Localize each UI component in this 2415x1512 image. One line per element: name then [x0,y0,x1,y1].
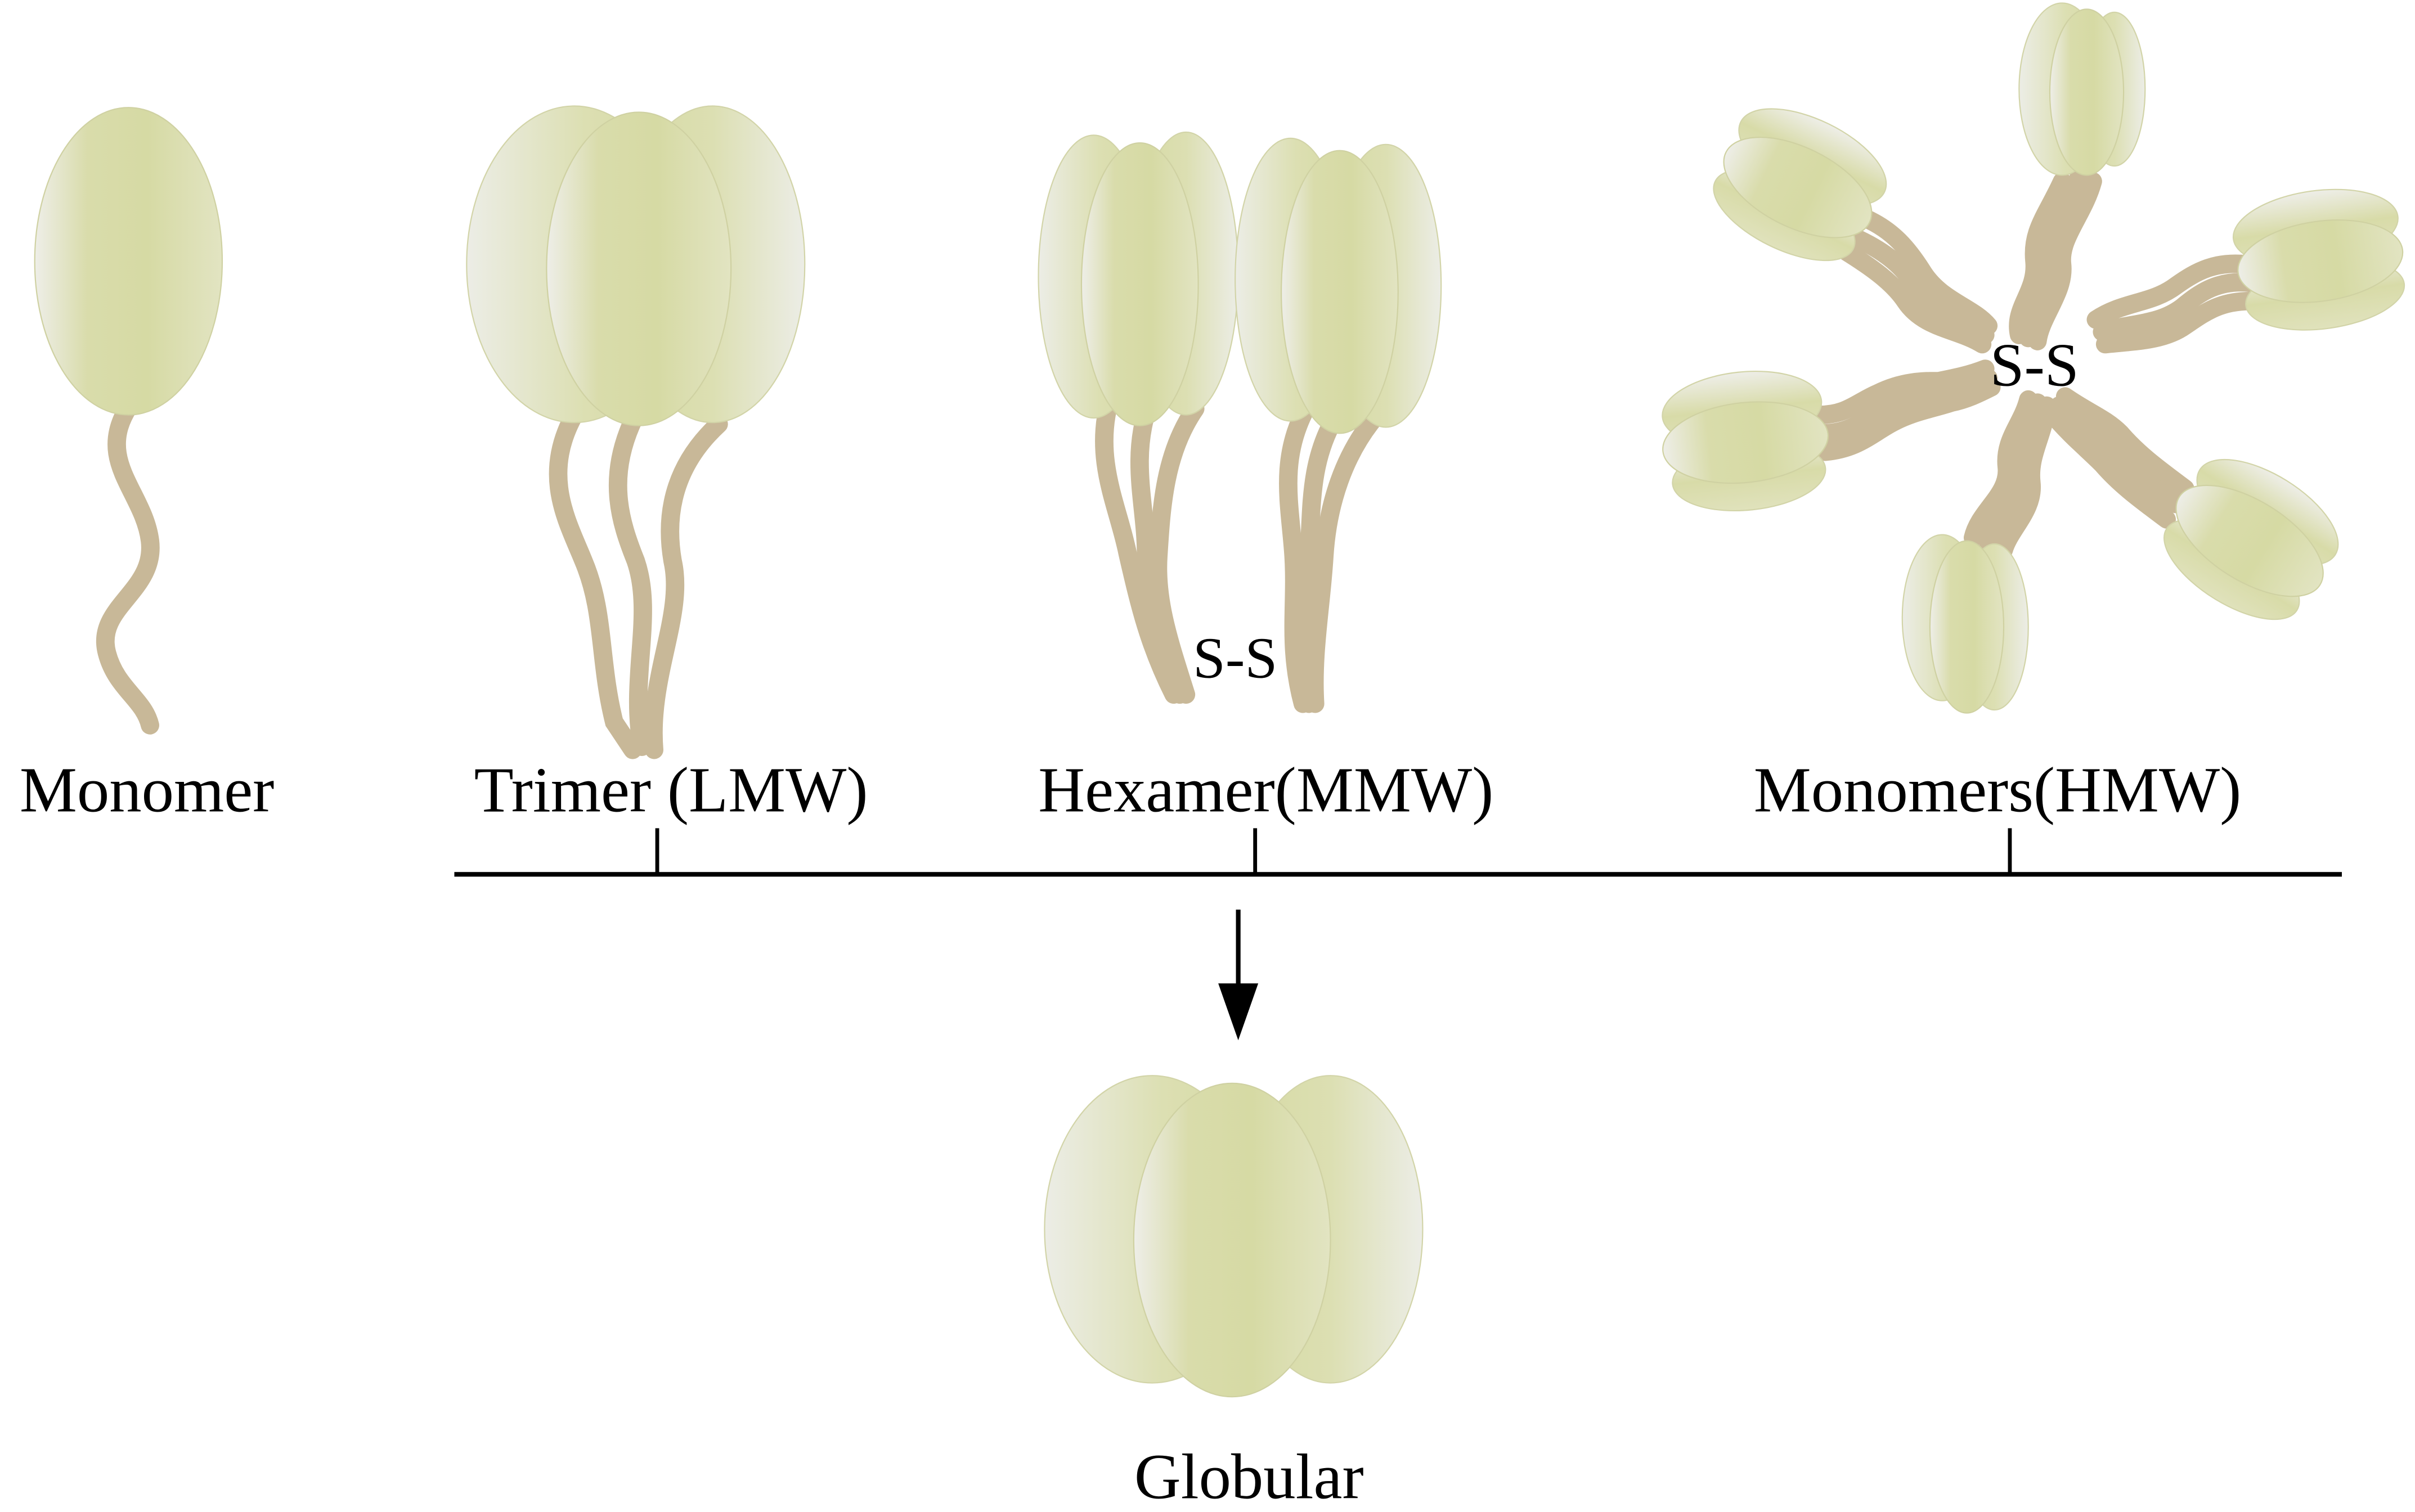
monomer-figure [34,107,223,735]
monomer-head [34,107,223,416]
hmw-unit-bottom [1901,534,2029,714]
trimer-stems [549,406,728,759]
hexamer-head-6 [1281,150,1399,434]
globular-label: Globular [1134,1441,1364,1512]
globular-head-center [1133,1082,1331,1398]
hmw-unit-bottom-right [2163,458,2339,620]
monomer-stem [96,398,160,735]
hmw-unit-right [2232,188,2405,331]
hmw-bond-label: S-S [1990,331,2079,399]
hexamer-stems-left [1095,393,1205,704]
hmw-figure: S-S [1662,2,2405,714]
down-arrow-icon [1218,910,1259,1041]
hexamer-bond-label: S-S [1193,627,1277,691]
globular-figure [1044,1075,1424,1398]
hmw-unit-top [2018,2,2146,176]
hexamer-label: Hexamer(MMW) [1038,754,1493,825]
monomers-hmw-label: Monomers(HMW) [1754,754,2242,825]
hexamer-figure: S-S [1038,131,1442,713]
trimer-head-center [546,111,732,426]
hmw-stems [1810,163,2259,560]
trimer-figure [466,105,806,759]
grouping-axis [454,828,2342,877]
hexamer-stems-right [1279,399,1389,713]
monomer-label: Monomer [20,754,274,825]
hmw-unit-top-left [1713,108,1887,262]
hexamer-head-3 [1080,142,1199,426]
hmw-unit-left [1662,370,1829,512]
trimer-label: Trimer (LMW) [474,754,868,825]
